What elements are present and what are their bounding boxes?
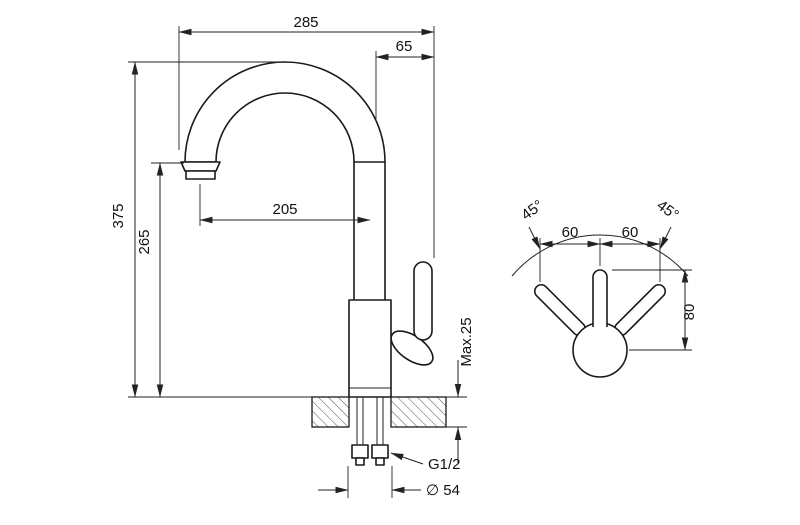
countertop-hatch-right <box>390 396 447 428</box>
swivel-arc <box>511 234 689 277</box>
spout-aerator-tip <box>185 170 216 180</box>
faucet-riser-pipe <box>353 162 386 300</box>
hose-fitting-left <box>351 444 369 459</box>
handle-left-top-view <box>533 283 587 337</box>
hose-nipple-left <box>355 457 365 466</box>
dim-label-spout-reach: 205 <box>272 201 297 218</box>
dim-label-handle-right: 60 <box>622 224 639 241</box>
front-view-dimensions: 285 65 375 265 205 Max.25 <box>110 14 475 499</box>
front-view: 285 65 375 265 205 Max.25 <box>110 14 475 499</box>
dim-label-deck-thickness: Max.25 <box>458 317 475 366</box>
leader-line-thread <box>390 452 424 465</box>
hose-fitting-right <box>371 444 389 459</box>
leader-line-angle-left <box>528 226 541 250</box>
dim-label-overall-width: 285 <box>293 14 318 31</box>
faucet-gooseneck-spout <box>184 61 386 163</box>
spout-top-view <box>592 269 608 327</box>
dim-label-spout-height: 265 <box>136 229 153 254</box>
dim-label-spout-to-handle: 65 <box>396 38 413 55</box>
spout-aerator-flare <box>180 161 221 172</box>
hose-nipple-right <box>375 457 385 466</box>
handle-right-top-view <box>613 283 667 337</box>
supply-hoses <box>356 397 384 445</box>
faucet-body-top-view <box>572 322 628 378</box>
faucet-handle-lever <box>413 261 433 341</box>
countertop-hatch-left <box>311 396 350 428</box>
dim-label-angle-left: 45° <box>518 197 546 224</box>
top-view: 60 60 45° 45° 80 <box>511 197 698 378</box>
dim-label-angle-right: 45° <box>653 197 681 224</box>
dim-label-handle-left: 60 <box>562 224 579 241</box>
dim-label-spout-projection: 80 <box>681 304 698 321</box>
leader-line-angle-right <box>659 226 672 250</box>
dim-label-base-diameter: ∅ 54 <box>426 482 460 499</box>
dim-label-total-height: 375 <box>110 203 127 228</box>
dim-label-thread: G1/2 <box>428 456 461 473</box>
faucet-body <box>348 299 392 398</box>
